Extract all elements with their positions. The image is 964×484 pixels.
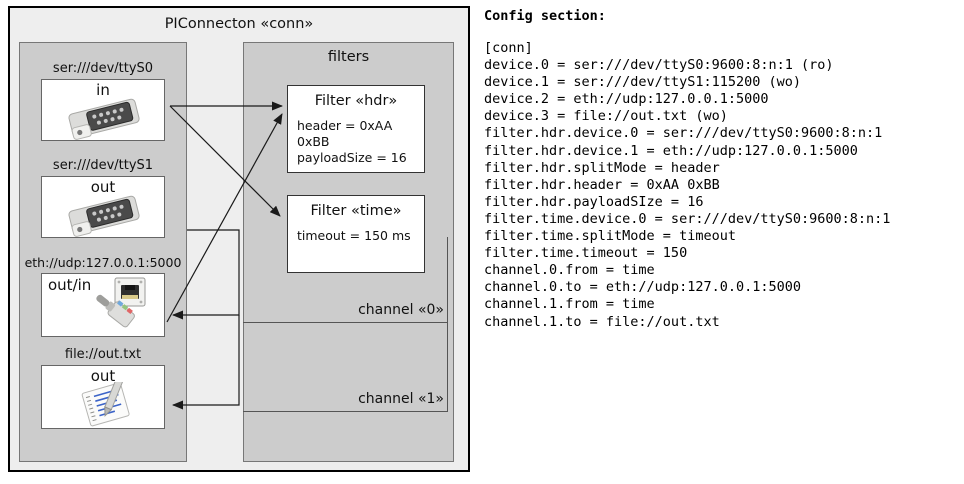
- device-card-file[interactable]: out: [41, 365, 165, 429]
- devices-panel: ser:///dev/ttyS0 in: [19, 42, 187, 462]
- filter-time-props: timeout = 150 ms: [288, 228, 424, 244]
- device-label-file: file://out.txt: [64, 347, 142, 362]
- filter-hdr-prop-header: header = 0xAA 0xBB: [297, 118, 393, 149]
- filter-hdr-props: header = 0xAA 0xBB payloadSize = 16: [288, 118, 424, 166]
- device-group-eth[interactable]: eth://udp:127.0.0.1:5000 out/in: [20, 255, 186, 337]
- filter-time-title: Filter «time»: [310, 203, 402, 219]
- device-direction-ttyS1: out: [90, 178, 116, 196]
- channel-1-label: channel «1»: [358, 391, 444, 407]
- device-group-ttyS1[interactable]: ser:///dev/ttyS1 out: [20, 158, 186, 238]
- config-section-heading: Config section:: [484, 8, 606, 24]
- filter-card-time[interactable]: Filter «time» timeout = 150 ms: [287, 195, 425, 273]
- device-card-eth[interactable]: out/in: [41, 273, 165, 337]
- device-group-ttyS0[interactable]: ser:///dev/ttyS0 in: [20, 61, 186, 141]
- channel-1-box: [243, 322, 448, 412]
- ethernet-jack-icon: [96, 276, 162, 338]
- filter-card-hdr[interactable]: Filter «hdr» header = 0xAA 0xBB payloadS…: [287, 85, 425, 173]
- filter-hdr-prop-payloadsize: payloadSize = 16: [297, 150, 407, 165]
- device-label-ttyS1: ser:///dev/ttyS1: [52, 158, 154, 173]
- device-label-eth: eth://udp:127.0.0.1:5000: [24, 255, 182, 270]
- filter-hdr-title: Filter «hdr»: [314, 93, 398, 109]
- connector-diagram: PIConnecton «conn» ser:///dev/ttyS0 in: [8, 6, 470, 472]
- serial-port-icon: [64, 193, 146, 241]
- device-direction-file: out: [90, 367, 116, 385]
- device-card-ttyS1[interactable]: out: [41, 176, 165, 238]
- device-direction-ttyS0: in: [96, 81, 110, 99]
- serial-port-icon: [64, 96, 146, 144]
- filters-panel: filters Filter «hdr» header = 0xAA 0xBB …: [243, 42, 454, 462]
- filter-time-prop-timeout: timeout = 150 ms: [297, 228, 411, 243]
- device-card-ttyS0[interactable]: in: [41, 79, 165, 141]
- device-direction-eth: out/in: [48, 276, 92, 294]
- device-group-file[interactable]: file://out.txt out: [20, 347, 186, 429]
- diagram-title: PIConnecton «conn»: [164, 16, 314, 32]
- channel-0-label: channel «0»: [358, 302, 444, 318]
- config-section-text: [conn] device.0 = ser:///dev/ttyS0:9600:…: [484, 40, 891, 330]
- filters-panel-title: filters: [327, 49, 370, 65]
- config-section: Config section: [conn] device.0 = ser://…: [484, 8, 954, 331]
- text-file-icon: [80, 371, 142, 432]
- device-label-ttyS0: ser:///dev/ttyS0: [52, 61, 154, 76]
